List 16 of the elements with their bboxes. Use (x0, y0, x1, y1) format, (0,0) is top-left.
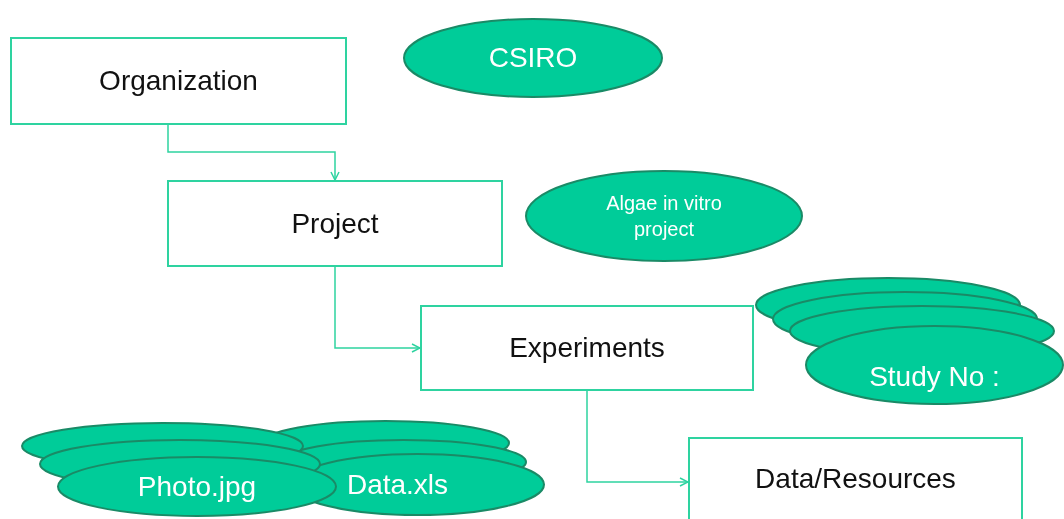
process-box (420, 305, 754, 391)
node-label: Photo.jpg (137, 470, 257, 503)
process-box (167, 180, 503, 267)
node-label: Algae in vitro project (605, 191, 723, 242)
node-label: Experiments (509, 332, 665, 364)
node-label: Project (291, 207, 379, 240)
node-label: Data.xls (346, 468, 449, 501)
connector-arrow (167, 124, 340, 181)
node-label: Data/Resources (755, 463, 956, 495)
node-label: CSIRO (488, 42, 578, 74)
connector-arrow (586, 390, 689, 487)
connector-arrow (334, 266, 421, 353)
node-label: Study No : (869, 361, 1000, 393)
process-box (10, 37, 347, 125)
process-box (688, 437, 1023, 519)
node-label: Organization (99, 65, 258, 97)
